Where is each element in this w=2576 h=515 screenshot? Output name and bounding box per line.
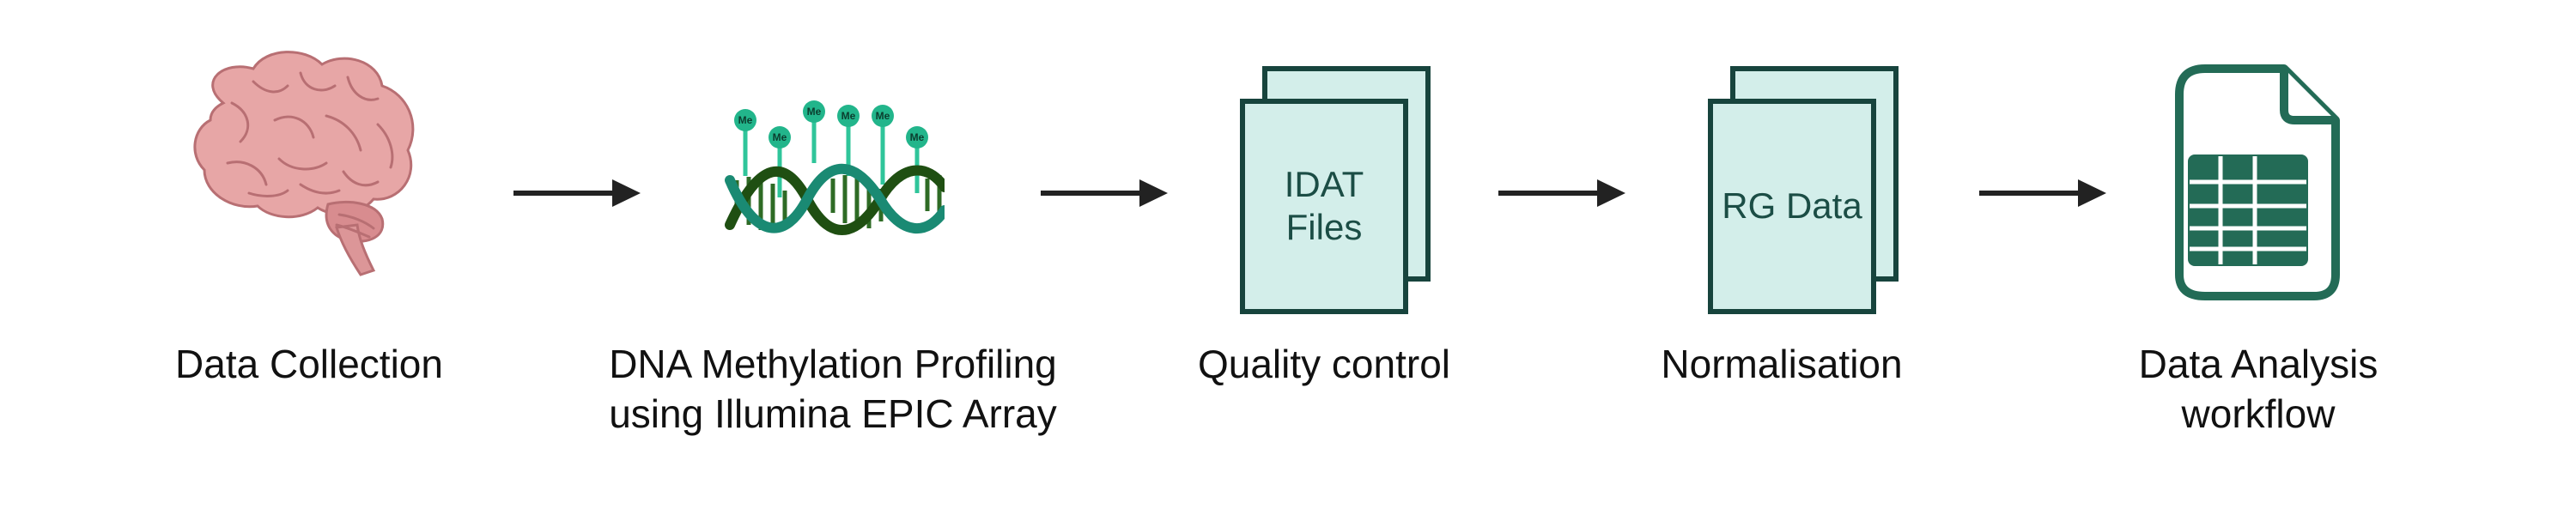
step-normalisation: RG Data Normalisation bbox=[1584, 0, 2099, 515]
step-label: Data Analysis workflow bbox=[2138, 342, 2379, 436]
document-stack-icon bbox=[1240, 66, 1431, 314]
arrow-icon bbox=[1041, 179, 1168, 207]
arrow-icon bbox=[513, 179, 641, 207]
step-label: Normalisation bbox=[1661, 342, 1903, 386]
document-stack-icon bbox=[1708, 66, 1899, 314]
step-quality-control: IDAT Files Quality control bbox=[1116, 0, 1631, 515]
step-label: Data Collection bbox=[175, 342, 443, 386]
spreadsheet-icon bbox=[2175, 64, 2340, 300]
methyl-marker: Me bbox=[910, 131, 925, 143]
arrow-icon bbox=[1498, 179, 1625, 207]
methyl-marker: Me bbox=[876, 110, 890, 122]
step-data-collection: Data Collection bbox=[103, 0, 618, 515]
document-label: IDAT Files bbox=[1284, 164, 1364, 247]
arrow-icon bbox=[1979, 179, 2106, 207]
methyl-marker: Me bbox=[773, 131, 787, 143]
step-data-analysis: Data Analysis workflow bbox=[2052, 0, 2567, 515]
step-dna-methylation: Me Me Me Me Me Me DNA Methylation Profil… bbox=[601, 0, 1116, 515]
step-label: DNA Methylation Profiling using Illumina… bbox=[609, 342, 1057, 436]
document-label: RG Data bbox=[1722, 185, 1862, 226]
brain-icon bbox=[193, 51, 415, 276]
methyl-marker: Me bbox=[841, 110, 856, 122]
step-label: Quality control bbox=[1197, 342, 1450, 386]
dna-methylation-icon: Me Me Me Me Me Me bbox=[725, 100, 945, 235]
methyl-marker: Me bbox=[807, 106, 822, 118]
methyl-marker: Me bbox=[738, 114, 753, 126]
